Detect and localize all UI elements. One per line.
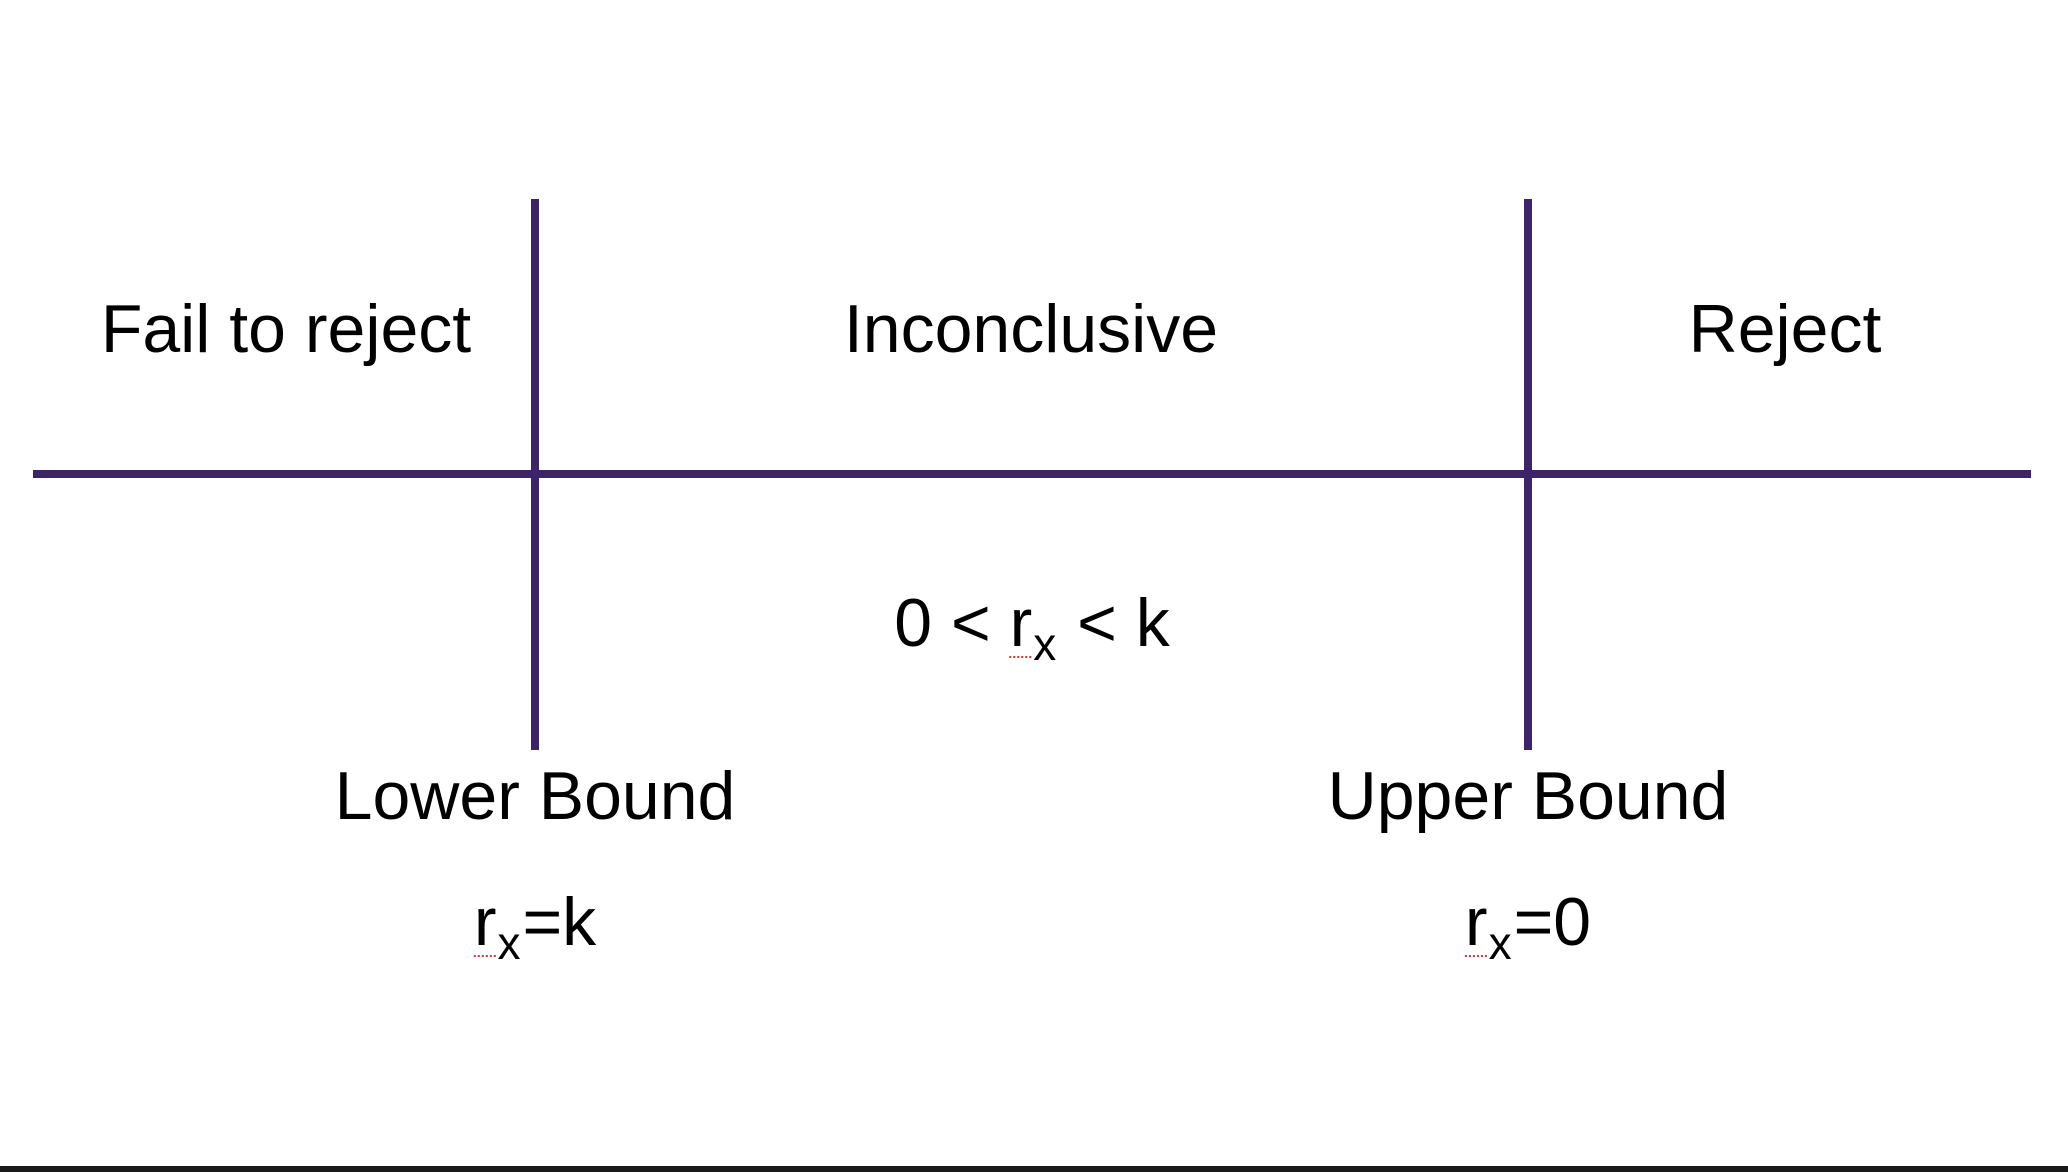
middle-condition-variable: rx [1010, 589, 1059, 667]
horizontal-axis-line [33, 470, 2031, 478]
middle-condition-var: r [1009, 585, 1033, 661]
lower-bound-var: r [473, 884, 497, 960]
lower-bound-rhs: =k [522, 884, 597, 960]
lower-bound-label: Lower Bound [334, 758, 736, 834]
upper-bound-expression: rx=0 [1465, 888, 1591, 966]
region-label-inconclusive: Inconclusive [843, 291, 1219, 367]
lower-bound-subscript: x [497, 917, 521, 969]
upper-bound-rhs: =0 [1513, 884, 1592, 960]
middle-condition-subscript: x [1033, 618, 1057, 670]
upper-bound-label: Upper Bound [1327, 758, 1729, 834]
region-label-reject: Reject [1688, 291, 1882, 367]
lower-bound-divider-line [531, 199, 539, 750]
middle-condition-suffix: < k [1058, 585, 1170, 661]
region-label-fail-to-reject: Fail to reject [100, 291, 472, 367]
lower-bound-expression: rx=k [474, 888, 596, 966]
upper-bound-divider-line [1524, 199, 1532, 750]
middle-condition-prefix: 0 < [894, 585, 1010, 661]
middle-condition-expression: 0 < rx < k [894, 589, 1169, 667]
bottom-border-bar [0, 1166, 2068, 1172]
upper-bound-subscript: x [1488, 917, 1512, 969]
upper-bound-var: r [1464, 884, 1488, 960]
